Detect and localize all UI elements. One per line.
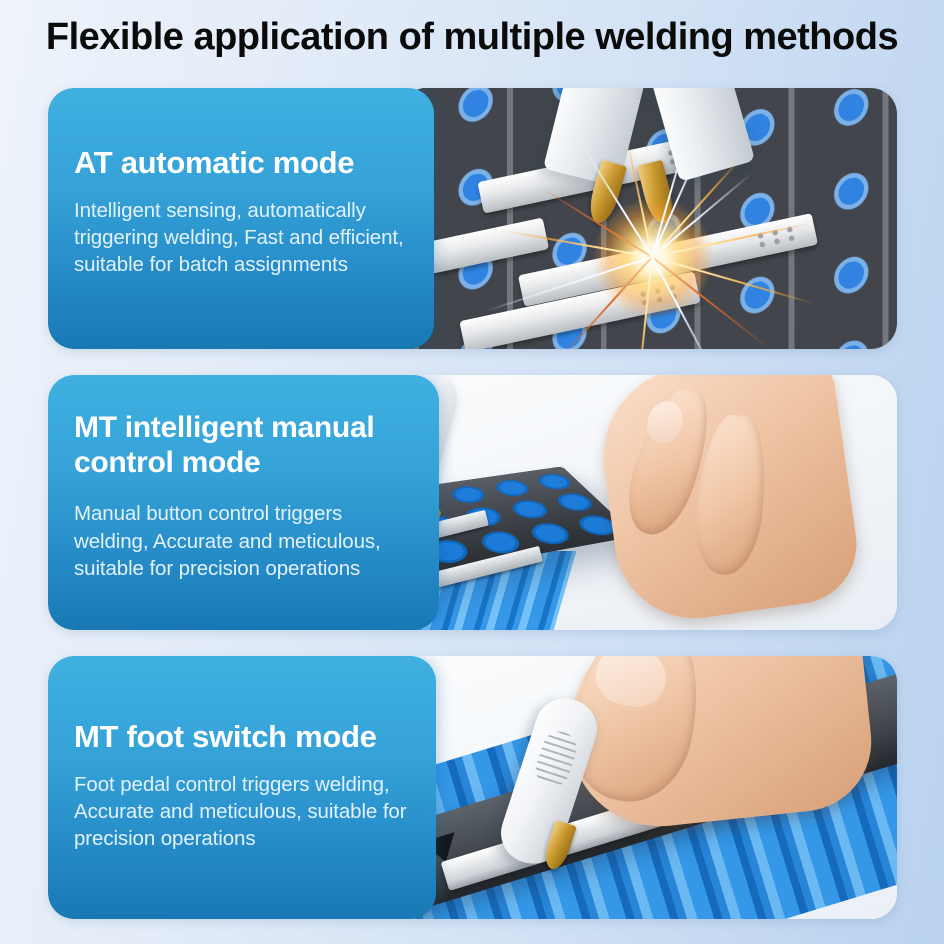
card-body-text: Foot pedal control triggers welding, Acc… [74, 772, 407, 851]
page-title: Flexible application of multiple welding… [45, 16, 899, 58]
card-headline: MT intelligent manual control mode [74, 410, 375, 479]
card-body-text: Manual button control triggers welding, … [74, 502, 381, 580]
pen-grip [531, 727, 581, 792]
mode-card-mt-foot-switch[interactable]: MT foot switch mode Foot pedal control t… [48, 656, 897, 919]
card-text-panel: AT automatic mode Intelligent sensing, a… [48, 88, 434, 349]
card-text-panel: MT intelligent manual control mode Manua… [48, 375, 439, 630]
card-body-text: Intelligent sensing, automatically trigg… [74, 198, 404, 277]
card-headline: MT foot switch mode [74, 718, 377, 754]
mode-card-at-automatic[interactable]: AT automatic mode Intelligent sensing, a… [48, 88, 897, 349]
card-headline: AT automatic mode [74, 144, 355, 180]
card-text-panel: MT foot switch mode Foot pedal control t… [48, 656, 436, 919]
mode-card-list: AT automatic mode Intelligent sensing, a… [48, 88, 897, 919]
mode-card-mt-manual[interactable]: MT intelligent manual control mode Manua… [48, 375, 897, 630]
